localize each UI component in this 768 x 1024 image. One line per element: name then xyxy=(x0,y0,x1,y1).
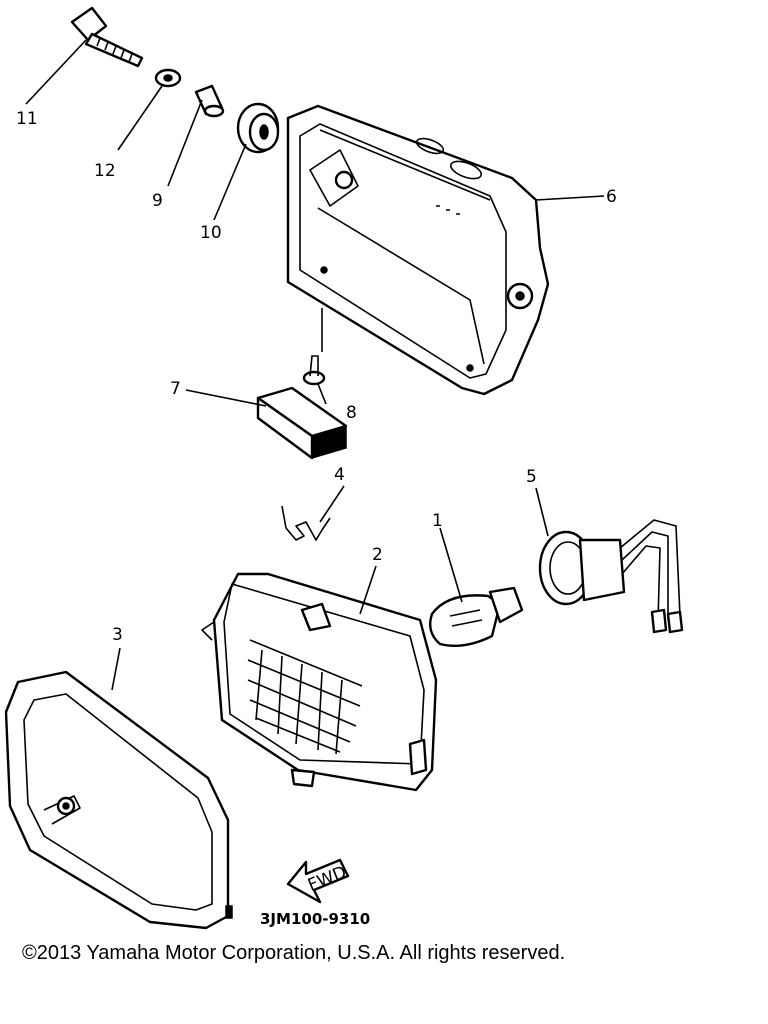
callout-4: 4 xyxy=(334,465,345,485)
housing-part-6 xyxy=(286,104,550,396)
callout-12: 12 xyxy=(94,161,116,181)
diagram-code: 3JM100-9310 xyxy=(260,910,370,928)
callout-11: 11 xyxy=(16,109,38,129)
callout-3: 3 xyxy=(112,625,123,645)
spring-part-4 xyxy=(281,505,331,541)
screw-part-8 xyxy=(302,355,326,386)
washer-part-12 xyxy=(154,68,182,88)
collar-part-9 xyxy=(194,84,225,118)
callout-6: 6 xyxy=(606,187,617,207)
headlight-unit-part-2 xyxy=(201,572,438,792)
fwd-label: FWD xyxy=(305,862,349,895)
block-part-7 xyxy=(256,386,348,460)
fwd-arrow-icon: FWD xyxy=(286,858,349,904)
grommet-part-10 xyxy=(236,102,280,154)
bulb-part-1 xyxy=(429,586,524,647)
callout-2: 2 xyxy=(372,545,383,565)
copyright-notice: ©2013 Yamaha Motor Corporation, U.S.A. A… xyxy=(22,942,566,964)
callout-10: 10 xyxy=(200,223,222,243)
callout-9: 9 xyxy=(152,191,163,211)
leader-lines xyxy=(25,39,605,691)
socket-part-5 xyxy=(538,519,684,634)
callout-7: 7 xyxy=(170,379,181,399)
callout-1: 1 xyxy=(432,511,443,531)
callout-5: 5 xyxy=(526,467,537,487)
callout-8: 8 xyxy=(346,403,357,423)
bolt-part-11 xyxy=(70,6,144,68)
bezel-part-3 xyxy=(4,670,233,930)
